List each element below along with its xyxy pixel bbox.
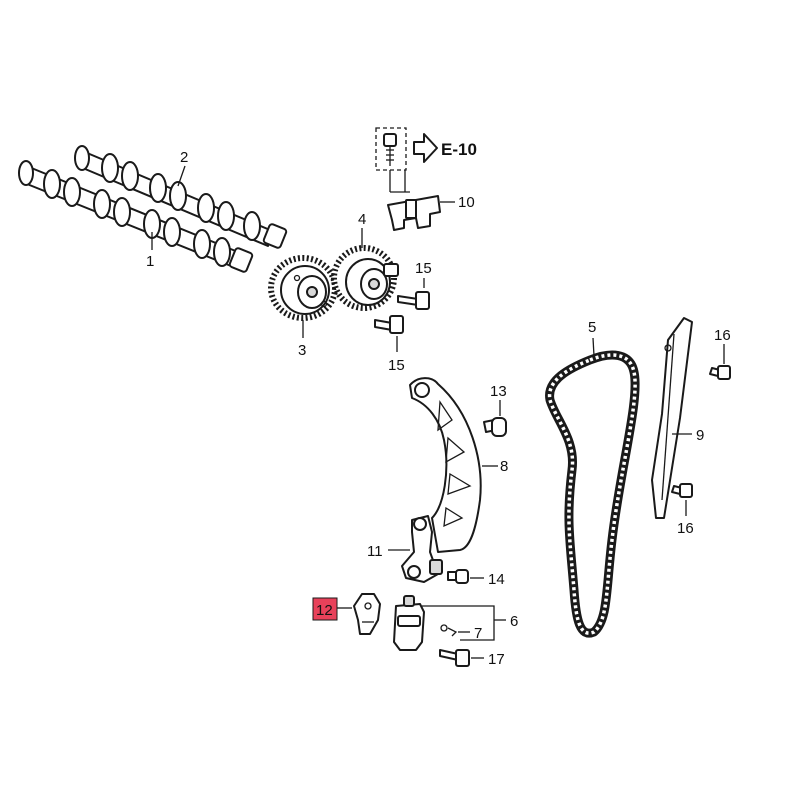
callout-15-lower: 15: [388, 357, 405, 374]
callout-17: 17: [488, 651, 505, 668]
camshaft-exhaust[interactable]: [74, 145, 288, 249]
guide-bolt-lower[interactable]: [671, 483, 693, 498]
tensioner-bolt[interactable]: [439, 649, 470, 667]
callout-3: 3: [298, 342, 306, 359]
callout-15-upper: 15: [415, 260, 432, 277]
lever-bolt[interactable]: [447, 569, 469, 584]
chain-guide-upper[interactable]: [387, 195, 441, 231]
vtc-sprocket-exhaust[interactable]: [268, 255, 338, 321]
callout-8: 8: [500, 458, 508, 475]
reference-bolt[interactable]: [383, 133, 397, 166]
callout-5: 5: [588, 319, 596, 336]
callout-11: 11: [367, 543, 383, 560]
tensioner-lever[interactable]: [401, 515, 443, 583]
callout-6: 6: [510, 613, 518, 630]
camshaft-intake[interactable]: [18, 160, 254, 273]
callout-13: 13: [490, 383, 507, 400]
callout-10: 10: [458, 194, 475, 211]
callout-12[interactable]: 12: [316, 602, 333, 619]
guide-bolt-upper[interactable]: [709, 365, 731, 380]
callout-9: 9: [696, 427, 704, 444]
tensioner-arm[interactable]: [409, 377, 482, 553]
callout-16-lower: 16: [677, 520, 694, 537]
callout-7: 7: [474, 625, 482, 642]
pivot-bolt[interactable]: [483, 417, 507, 437]
callout-12-highlight: [312, 597, 338, 621]
cam-chain[interactable]: [545, 350, 640, 638]
flange-bolt-upper[interactable]: [397, 291, 430, 310]
chain-tensioner-lifter[interactable]: [353, 593, 381, 635]
vtc-sprocket-intake[interactable]: [331, 245, 399, 311]
o-ring-clip[interactable]: [440, 624, 458, 637]
callout-2: 2: [180, 149, 188, 166]
callout-16-upper: 16: [714, 327, 731, 344]
callout-1: 1: [146, 253, 154, 270]
callout-14: 14: [488, 571, 505, 588]
chain-tensioner[interactable]: [393, 595, 425, 651]
chain-guide-side[interactable]: [651, 317, 693, 519]
flange-bolt-lower[interactable]: [374, 315, 404, 334]
reference-label[interactable]: E-10: [441, 140, 477, 159]
callout-4: 4: [358, 211, 366, 228]
reference-arrow: [413, 133, 438, 163]
